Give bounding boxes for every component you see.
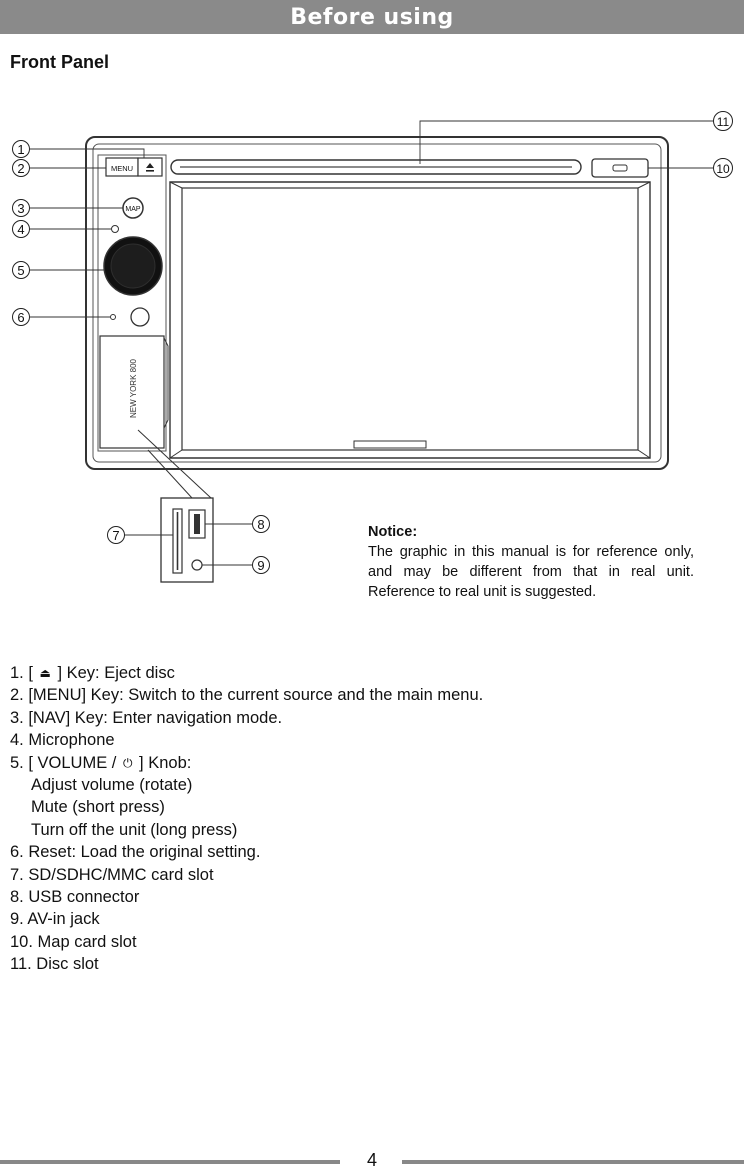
footer-rule-left [0, 1160, 340, 1164]
callout-2: 2 [12, 159, 30, 177]
map-button-label: MAP [125, 206, 141, 213]
callout-10: 10 [713, 158, 733, 178]
list-item: 9. AV-in jack [10, 910, 100, 929]
svg-text:7: 7 [112, 528, 119, 543]
svg-text:3: 3 [17, 201, 24, 216]
list-item: 8. USB connector [10, 888, 140, 907]
callout-7: 7 [107, 526, 125, 544]
notice-title: Notice: [368, 524, 418, 540]
callout-1: 1 [12, 140, 30, 158]
faceplate-flap [99, 335, 165, 449]
power-icon: ⏻ [122, 755, 133, 770]
list-item: 7. SD/SDHC/MMC card slot [10, 865, 214, 884]
unit-inner-frame [92, 143, 662, 463]
item-list: 1. [ ⏏ ] Key: Eject disc 2. [MENU] Key: … [10, 662, 730, 976]
list-subitem: Mute (short press) [31, 798, 165, 817]
svg-text:9: 9 [257, 558, 264, 573]
microphone-icon [111, 225, 119, 233]
svg-text:6: 6 [17, 310, 24, 325]
list-item: 5. [ VOLUME / ⏻ ] Knob: [10, 752, 730, 774]
screen [181, 187, 639, 451]
round-button [130, 307, 150, 327]
callout-8: 8 [252, 515, 270, 533]
list-item: 4. Microphone [10, 731, 115, 750]
list-item: 2. [MENU] Key: Switch to the current sou… [10, 686, 484, 705]
list-subitem: Adjust volume (rotate) [31, 776, 193, 795]
eject-icon [146, 163, 154, 168]
control-column [97, 154, 167, 452]
callout-4: 4 [12, 220, 30, 238]
section-title: Front Panel [10, 52, 110, 72]
list-item: 1. [ ⏏ ] Key: Eject disc [10, 662, 730, 684]
svg-text:5: 5 [17, 263, 24, 278]
page-number: 4 [366, 1150, 377, 1168]
map-card-slot [591, 158, 649, 178]
callout-11: 11 [713, 111, 733, 131]
callout-6: 6 [12, 308, 30, 326]
svg-text:8: 8 [257, 517, 264, 532]
list-subitem: Turn off the unit (long press) [31, 820, 238, 839]
svg-text:2: 2 [17, 161, 24, 176]
footer-rule-right [402, 1160, 744, 1164]
list-item: 6. Reset: Load the original setting. [10, 843, 261, 862]
list-item: 11. Disc slot [10, 955, 99, 974]
svg-text:11: 11 [717, 115, 730, 129]
callout-5: 5 [12, 261, 30, 279]
notice-body: The graphic in this manual is for refere… [368, 544, 694, 600]
eject-icon: ⏏ [39, 666, 51, 680]
brand-label: NEW YORK 800 [129, 358, 138, 418]
header-bar: Before using [0, 0, 744, 34]
list-item: 10. Map card slot [10, 932, 137, 951]
svg-text:1: 1 [17, 142, 24, 157]
screen-sensor [353, 440, 427, 449]
callout-3: 3 [12, 199, 30, 217]
notice-box: Notice: The graphic in this manual is fo… [368, 522, 694, 602]
header-title: Before using [290, 4, 454, 30]
av-in-jack [191, 559, 203, 571]
svg-text:4: 4 [17, 222, 24, 237]
menu-button-label: MENU [111, 164, 133, 173]
svg-text:10: 10 [716, 162, 730, 176]
front-panel-diagram: MENU MAP NEW YORK 800 1 [12, 111, 733, 583]
callout-9: 9 [252, 556, 270, 574]
list-item: 3. [NAV] Key: Enter navigation mode. [10, 708, 283, 727]
reset-hole [110, 314, 116, 320]
